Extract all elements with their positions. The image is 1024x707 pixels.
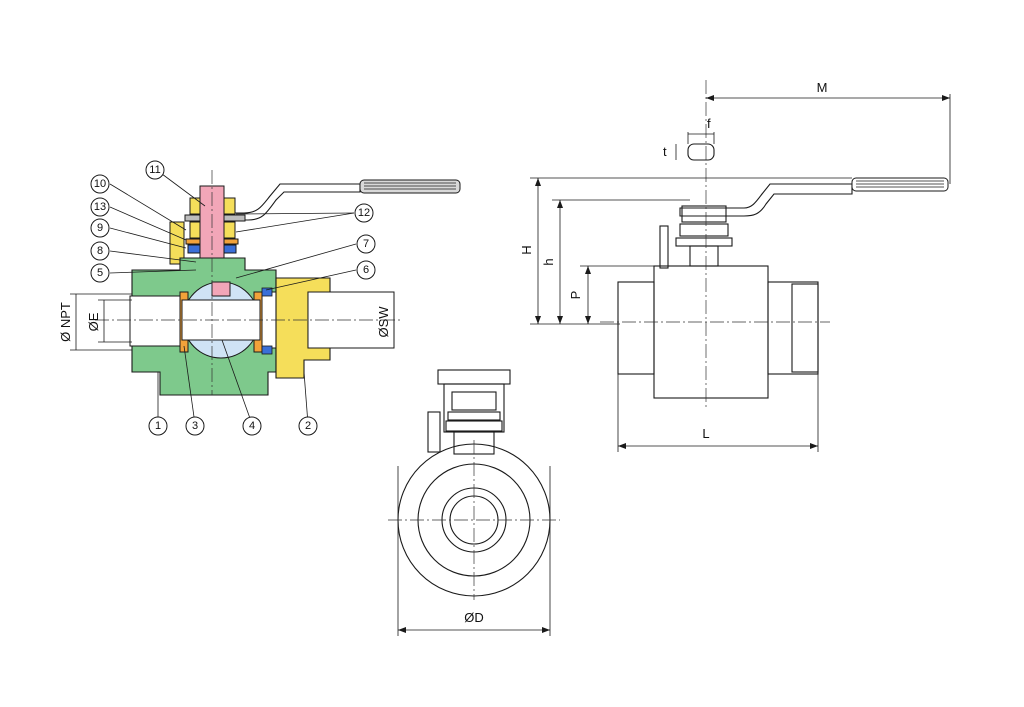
stop-plate: [169, 221, 185, 265]
svg-text:3: 3: [192, 420, 198, 432]
handle-grip-ribs: [364, 182, 456, 190]
callout-13: 13: [90, 197, 110, 217]
side-handle-grip: [851, 177, 949, 192]
svg-text:7: 7: [363, 238, 369, 250]
dim-l: L: [702, 426, 709, 441]
svg-text:10: 10: [94, 178, 106, 190]
dim-f: f: [707, 116, 711, 131]
dim-sw: ØSW: [376, 306, 391, 338]
callout-6: 6: [356, 260, 376, 280]
o-ring-lower: [261, 345, 273, 355]
svg-text:6: 6: [363, 264, 369, 276]
end-view: ØD: [388, 369, 560, 636]
svg-text:5: 5: [97, 267, 103, 279]
callout-9: 9: [90, 218, 110, 238]
svg-text:13: 13: [94, 201, 106, 213]
handle-lever: [195, 183, 361, 221]
callout-7: 7: [356, 234, 376, 254]
sectional-view: Ø NPT ØE ØSW 11 10 13 9: [58, 160, 461, 436]
dim-e: ØE: [86, 312, 101, 331]
side-view: f t M H h P L: [519, 80, 951, 452]
callout-2: 2: [298, 416, 318, 436]
o-ring: [261, 287, 273, 297]
dim-m: M: [817, 80, 828, 95]
handle-grip: [359, 179, 461, 194]
callout-12: 12: [354, 203, 374, 223]
dim-t: t: [663, 144, 667, 159]
svg-text:9: 9: [97, 222, 103, 234]
dim-npt: Ø NPT: [58, 302, 73, 342]
svg-text:2: 2: [305, 420, 311, 432]
dim-d: ØD: [464, 610, 484, 625]
callout-3: 3: [185, 416, 205, 436]
callout-4: 4: [242, 416, 262, 436]
svg-text:11: 11: [149, 164, 160, 176]
dim-h-lower: h: [541, 258, 556, 265]
callout-11: 11: [145, 160, 165, 180]
dim-h-upper: H: [519, 245, 534, 254]
svg-text:1: 1: [155, 420, 161, 432]
callout-leaders: [109, 170, 357, 425]
callout-1: 1: [148, 416, 168, 436]
svg-text:8: 8: [97, 245, 103, 257]
svg-text:12: 12: [358, 207, 370, 219]
dim-p: P: [568, 291, 583, 300]
callout-10: 10: [90, 174, 110, 194]
stem-tang: [211, 281, 231, 297]
svg-text:4: 4: [249, 420, 255, 432]
callout-8: 8: [90, 241, 110, 261]
bore-left: [129, 295, 183, 347]
callout-5: 5: [90, 263, 110, 283]
